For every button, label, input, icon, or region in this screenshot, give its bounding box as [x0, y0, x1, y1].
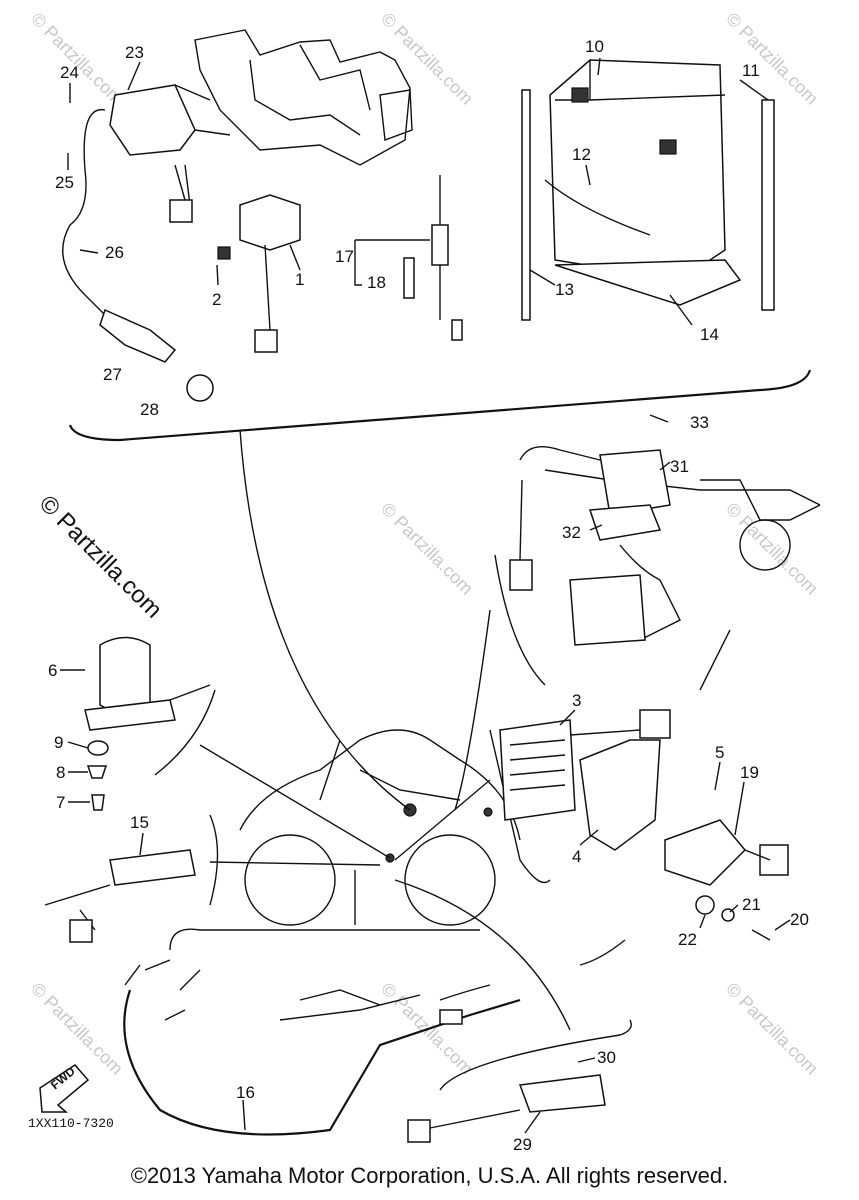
starter-relay	[217, 194, 301, 353]
callout-16: 16	[236, 1083, 255, 1102]
callout-26: 26	[105, 243, 124, 262]
callout-24: 24	[60, 63, 79, 82]
callout-27: 27	[103, 365, 122, 384]
callout-8: 8	[56, 763, 65, 782]
watermark: © Partzilla.com	[722, 9, 822, 109]
callouts: 23 24 25 26 2 1 17 18 27 28 10 11 12 13 …	[48, 37, 809, 1154]
callout-3: 3	[572, 691, 581, 710]
callout-14: 14	[700, 325, 719, 344]
wire-harness	[123, 928, 521, 1136]
callout-11: 11	[742, 61, 760, 80]
callout-28: 28	[140, 400, 159, 419]
ignition-coil	[62, 84, 231, 402]
watermark: © Partzilla.com	[722, 499, 822, 599]
fwd-arrow: FWD	[39, 1064, 90, 1113]
watermark-large: © Partzilla.com	[34, 490, 167, 623]
callout-13: 13	[555, 280, 574, 299]
motorcycle-outline	[239, 729, 521, 926]
callout-leaders	[60, 57, 791, 1134]
fuse	[354, 175, 463, 341]
brake-switch	[407, 1019, 632, 1143]
callout-30: 30	[597, 1048, 616, 1067]
callout-12: 12	[572, 145, 591, 164]
callout-23: 23	[125, 43, 144, 62]
callout-25: 25	[55, 173, 74, 192]
watermark: © Partzilla.com	[27, 979, 127, 1079]
watermark: © Partzilla.com	[377, 499, 477, 599]
callout-33: 33	[690, 413, 709, 432]
callout-22: 22	[678, 930, 697, 949]
callout-9: 9	[54, 733, 63, 752]
top-group-bracket	[68, 369, 812, 442]
starter-motor	[84, 636, 216, 811]
callout-21: 21	[742, 895, 761, 914]
neutral-switch	[44, 814, 219, 943]
callout-32: 32	[562, 523, 581, 542]
callout-4: 4	[572, 847, 581, 866]
callout-2: 2	[212, 290, 221, 309]
callout-20: 20	[790, 910, 809, 929]
copyright-notice: ©2013 Yamaha Motor Corporation, U.S.A. A…	[130, 1163, 729, 1188]
regulator	[489, 709, 789, 966]
callout-31: 31	[670, 457, 689, 476]
drawing-code: 1XX110-7320	[28, 1116, 114, 1131]
callout-6: 6	[48, 661, 57, 680]
leader-lines	[199, 429, 571, 1031]
callout-29: 29	[513, 1135, 532, 1154]
callout-17: 17	[335, 247, 354, 266]
callout-1: 1	[295, 270, 304, 289]
callout-5: 5	[715, 743, 724, 762]
callout-7: 7	[56, 793, 65, 812]
battery-box	[194, 29, 413, 166]
rectifier-sketch	[494, 446, 821, 691]
callout-19: 19	[740, 763, 759, 782]
callout-10: 10	[585, 37, 604, 56]
watermark: © Partzilla.com	[722, 979, 822, 1079]
battery	[521, 59, 775, 321]
watermark: © Partzilla.com	[27, 9, 127, 109]
callout-18: 18	[367, 273, 386, 292]
callout-15: 15	[130, 813, 149, 832]
